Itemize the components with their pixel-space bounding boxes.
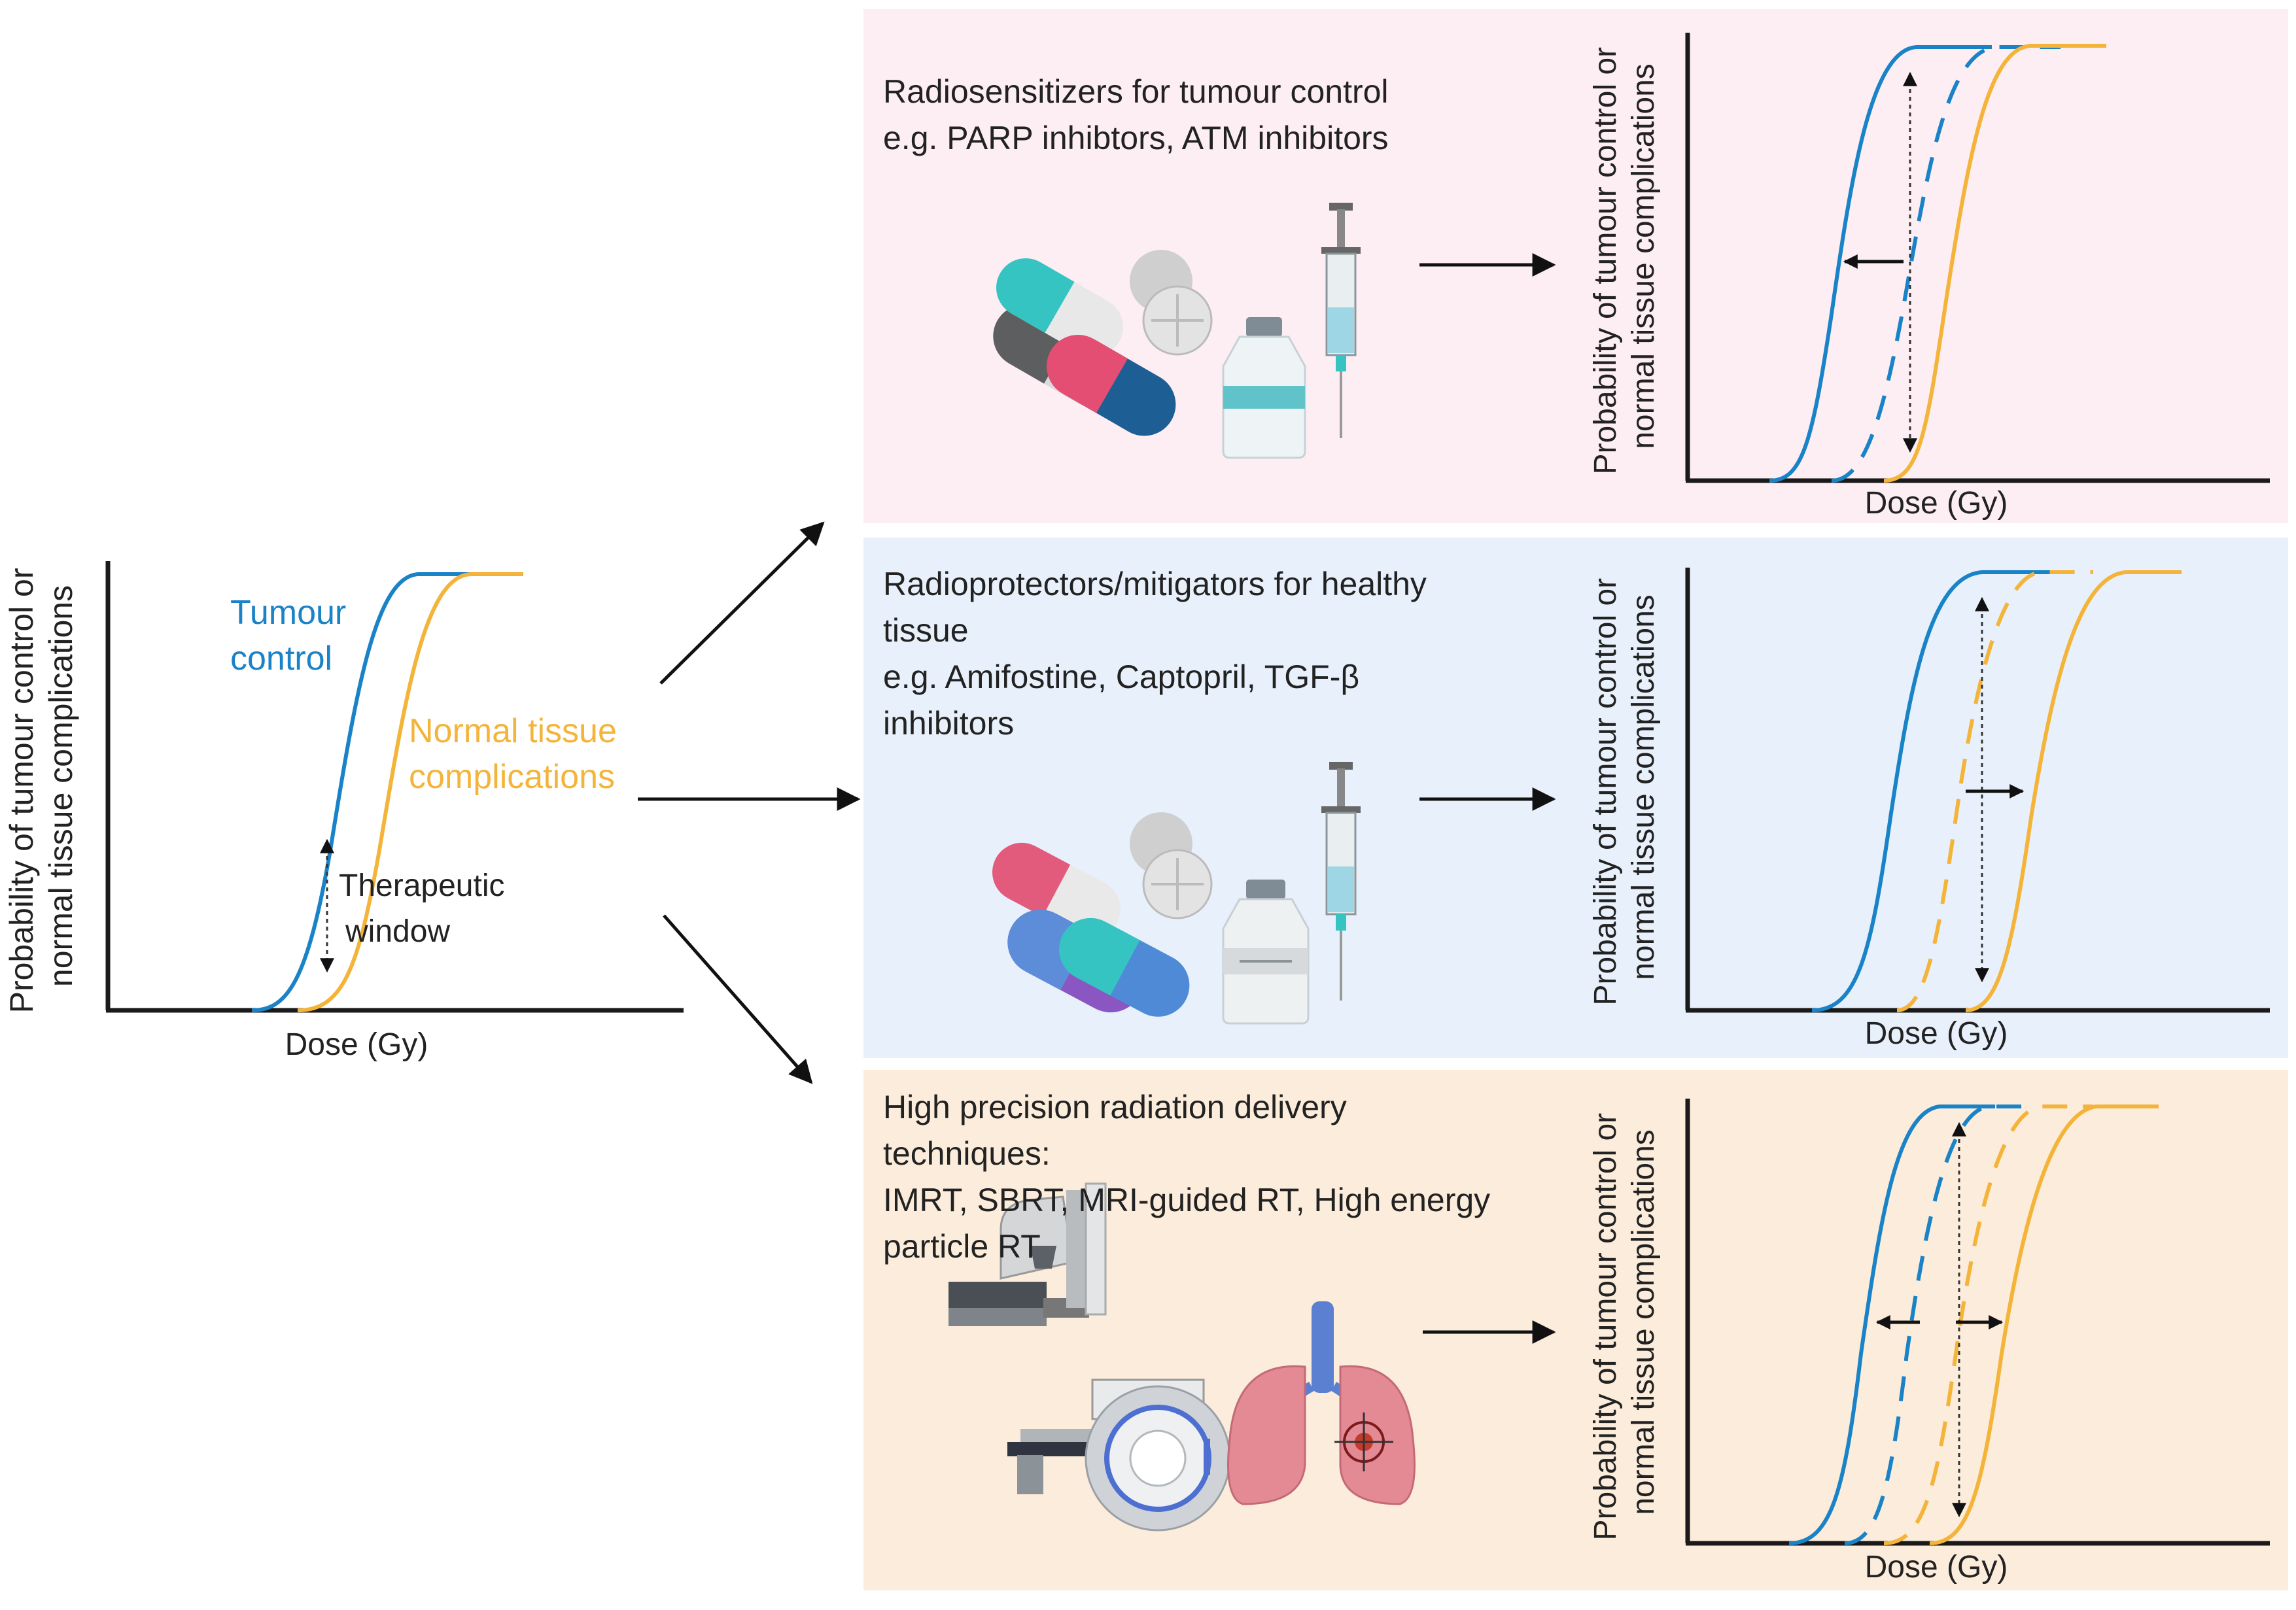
tablet-icon xyxy=(1130,250,1213,356)
chart3-normal-curve xyxy=(1929,1105,2159,1545)
chart-radioprotectors: Probability of tumour control or normal … xyxy=(1588,568,2270,1051)
chart-radiosensitizers: Probability of tumour control or normal … xyxy=(1588,33,2270,521)
capsule-icon xyxy=(996,258,1123,356)
capsule-icon xyxy=(1047,335,1176,436)
radiosensitizers-line-2: e.g. PARP inhibtors, ATM inhibitors xyxy=(883,120,1389,156)
chart1-ylabel: Probability of tumour control or normal … xyxy=(1588,39,1661,475)
vial-icon xyxy=(1222,317,1306,459)
precision-line-1: High precision radiation delivery xyxy=(883,1089,1347,1125)
main-normal-curve xyxy=(297,572,523,1012)
precision-icons xyxy=(948,1182,1416,1532)
linac-icon xyxy=(948,1182,1107,1326)
radioprotectors-line-2: tissue xyxy=(883,612,969,649)
lungs-target-icon xyxy=(1227,1301,1416,1505)
chart2-normal-curve xyxy=(1965,570,2182,1012)
chart2-ylabel: Probability of tumour control or normal … xyxy=(1588,570,1661,1006)
precision-text: High precision radiation delivery techni… xyxy=(883,1084,1490,1270)
chart1-xlabel: Dose (Gy) xyxy=(1865,486,2008,521)
radioprotectors-line-1: Radioprotectors/mitigators for healthy xyxy=(883,566,1427,602)
arrow-to-precision xyxy=(663,914,813,1084)
main-xlabel: Dose (Gy) xyxy=(285,1027,428,1062)
arrow-to-radiosensitizers xyxy=(659,521,825,685)
syringe-icon xyxy=(1321,203,1361,438)
syringe-icon xyxy=(1321,762,1361,1001)
tablet-icon xyxy=(1130,812,1213,919)
therapeutic-window-label: Therapeutic window xyxy=(339,868,513,949)
main-ylabel: Probability of tumour control or normal … xyxy=(3,559,79,1014)
radiosensitizers-text: Radiosensitizers for tumour control e.g.… xyxy=(883,69,1389,162)
main-chart: Probability of tumour control or normal … xyxy=(3,559,684,1062)
chart1-normal-curve xyxy=(1883,44,2106,483)
radioprotectors-text: Radioprotectors/mitigators for healthy t… xyxy=(883,561,1427,747)
tumour-control-label: Tumour control xyxy=(230,594,356,677)
chart2-xlabel: Dose (Gy) xyxy=(1865,1016,2008,1051)
chart-precision: Probability of tumour control or normal … xyxy=(1588,1099,2270,1584)
precision-line-3: IMRT, SBRT, MRI-guided RT, High energy xyxy=(883,1182,1491,1218)
precision-line-4: particle RT xyxy=(883,1228,1041,1265)
chart3-xlabel: Dose (Gy) xyxy=(1865,1550,2008,1584)
chart2-normal-curve-original xyxy=(1896,570,2093,1012)
capsule-icon xyxy=(992,842,1121,939)
drug-icons-1 xyxy=(993,203,1361,459)
panel-radiosensitizers-bg xyxy=(863,9,2288,523)
drug-icons-2 xyxy=(992,762,1361,1025)
main-tumour-curve xyxy=(251,572,481,1012)
radioprotectors-line-4: inhibitors xyxy=(883,705,1015,742)
vial-icon xyxy=(1222,880,1310,1025)
precision-line-2: techniques: xyxy=(883,1135,1051,1172)
normal-tissue-label: Normal tissue complications xyxy=(409,712,626,796)
chart1-tumour-curve xyxy=(1769,45,1992,483)
chart2-tumour-curve xyxy=(1811,570,2061,1012)
chart3-tumour-curve xyxy=(1788,1105,1995,1545)
capsule-icon xyxy=(1059,917,1190,1017)
radiosensitizers-line-1: Radiosensitizers for tumour control xyxy=(883,73,1389,110)
radioprotectors-line-3: e.g. Amifostine, Captopril, TGF-β xyxy=(883,659,1360,695)
chart3-ylabel: Probability of tumour control or normal … xyxy=(1588,1105,1661,1541)
chart3-tumour-curve-original xyxy=(1844,1105,2034,1545)
